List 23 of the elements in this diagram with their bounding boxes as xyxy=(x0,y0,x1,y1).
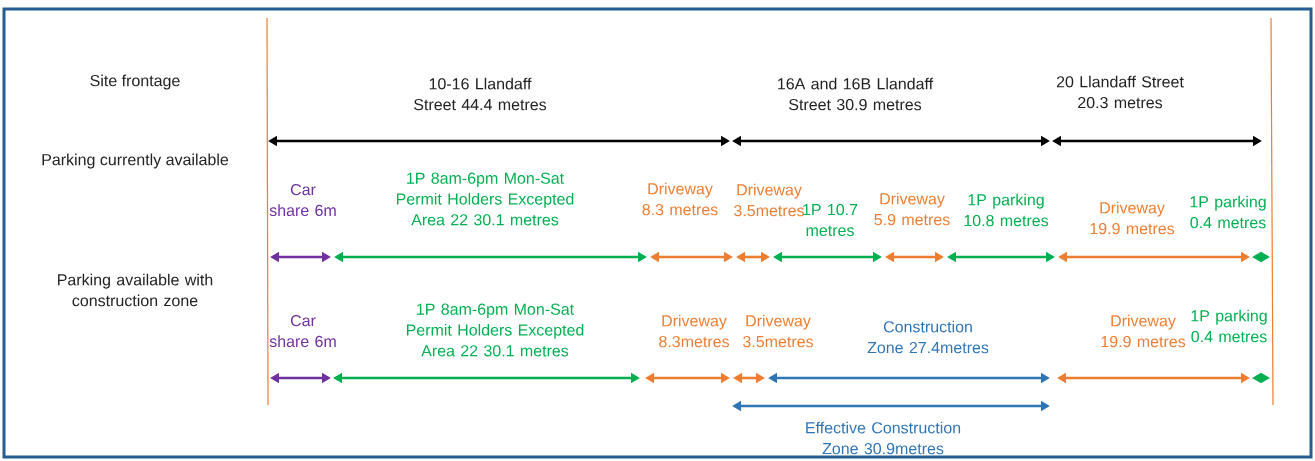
dimension-label: 20 Llandaff Street 20.3 metres xyxy=(1056,75,1184,109)
dimension-label: 16A and 16B Llandaff Street 30.9 metres xyxy=(778,77,934,111)
dimension-label: Effective Construction Zone 30.9metres xyxy=(806,421,961,455)
dimension-label: 1P 8am-6pm Mon-Sat Permit Holders Excepted Area 22 30.1 metres xyxy=(406,303,584,357)
dimension-label: 1P parking 0.4 metres xyxy=(1191,309,1267,343)
dimension-label: Driveway 3.5metres xyxy=(743,314,813,348)
row-label: Site frontage xyxy=(90,74,180,90)
dimension-label: 10-16 Llandaff Street 44.4 metres xyxy=(414,77,547,111)
dimension-label: 1P parking 10.8 metres xyxy=(964,193,1049,227)
dimension-label: Driveway 5.9 metres xyxy=(874,192,950,226)
dimension-label: Driveway 19.9 metres xyxy=(1101,314,1186,348)
dimension-label: Driveway 3.5metres xyxy=(734,183,804,217)
dimension-label: Car share 6m xyxy=(269,314,336,348)
row-label: Parking available with construction zone xyxy=(58,273,213,307)
dimension-label: Construction Zone 27.4metres xyxy=(867,320,989,354)
dimension-label: Driveway 19.9 metres xyxy=(1090,201,1175,235)
dimension-label: Driveway 8.3 metres xyxy=(642,182,718,216)
dimension-label: 1P 8am-6pm Mon-Sat Permit Holders Excepted Area 22 30.1 metres xyxy=(396,172,574,226)
dimension-label: 1P parking 0.4 metres xyxy=(1190,195,1266,229)
dimension-label: Driveway 8.3metres xyxy=(659,314,729,348)
row-label: Parking currently available xyxy=(42,153,229,169)
dimension-label: 1P 10.7 metres xyxy=(803,203,858,237)
dimension-label: Car share 6m xyxy=(269,183,336,217)
